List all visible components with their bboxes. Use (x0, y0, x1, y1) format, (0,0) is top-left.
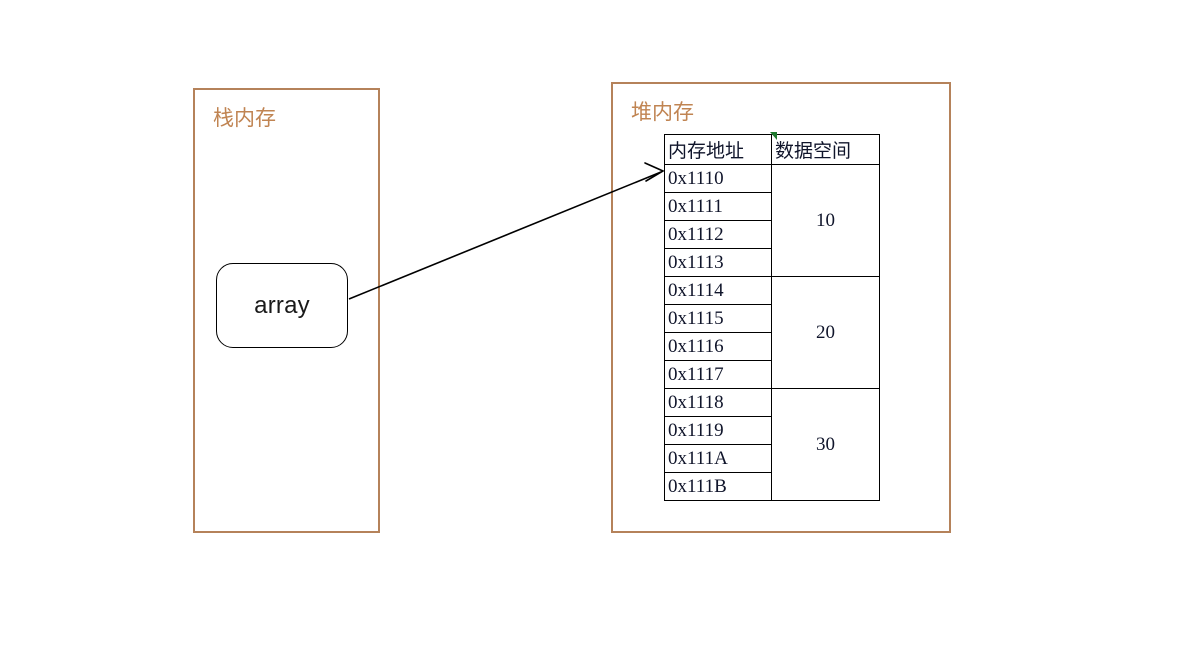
table-row: 0x1119 (664, 416, 880, 445)
memory-table-body: 0x1110 10 0x1111 0x1112 0x1113 0x1114 20… (664, 164, 880, 501)
address-cell: 0x1112 (664, 220, 772, 249)
table-row: 0x1117 (664, 360, 880, 389)
data-cell: 30 (771, 388, 880, 501)
address-cell: 0x1117 (664, 360, 772, 389)
address-cell: 0x1115 (664, 304, 772, 333)
table-header-row: 内存地址 数据空间 (664, 134, 880, 165)
address-cell: 0x1114 (664, 276, 772, 305)
address-cell: 0x1118 (664, 388, 772, 417)
column-header-data: 数据空间 (771, 134, 880, 165)
column-header-address: 内存地址 (664, 134, 772, 165)
table-row: 0x111A (664, 444, 880, 473)
table-row: 0x1111 (664, 192, 880, 221)
data-cell: 20 (771, 276, 880, 389)
table-row: 0x1112 (664, 220, 880, 249)
address-cell: 0x1119 (664, 416, 772, 445)
table-row: 0x1118 30 (664, 388, 880, 501)
array-variable-node[interactable]: array (216, 263, 348, 348)
array-node-label: array (254, 291, 310, 319)
table-row: 0x1114 20 (664, 276, 880, 389)
address-cell: 0x1113 (664, 248, 772, 277)
table-row: 0x1110 10 (664, 164, 880, 277)
comment-marker-icon (770, 132, 777, 140)
table-row: 0x111B (664, 472, 880, 501)
memory-table: 内存地址 数据空间 0x1110 10 0x1111 0x1112 0x1113… (664, 134, 880, 501)
table-row: 0x1113 (664, 248, 880, 277)
address-cell: 0x1111 (664, 192, 772, 221)
data-cell: 10 (771, 164, 880, 277)
table-row: 0x1116 (664, 332, 880, 361)
heap-memory-title: 堆内存 (631, 101, 694, 124)
address-cell: 0x1116 (664, 332, 772, 361)
address-cell: 0x111A (664, 444, 772, 473)
stack-memory-title: 栈内存 (213, 107, 276, 130)
address-cell: 0x1110 (664, 164, 772, 193)
table-row: 0x1115 (664, 304, 880, 333)
address-cell: 0x111B (664, 472, 772, 501)
